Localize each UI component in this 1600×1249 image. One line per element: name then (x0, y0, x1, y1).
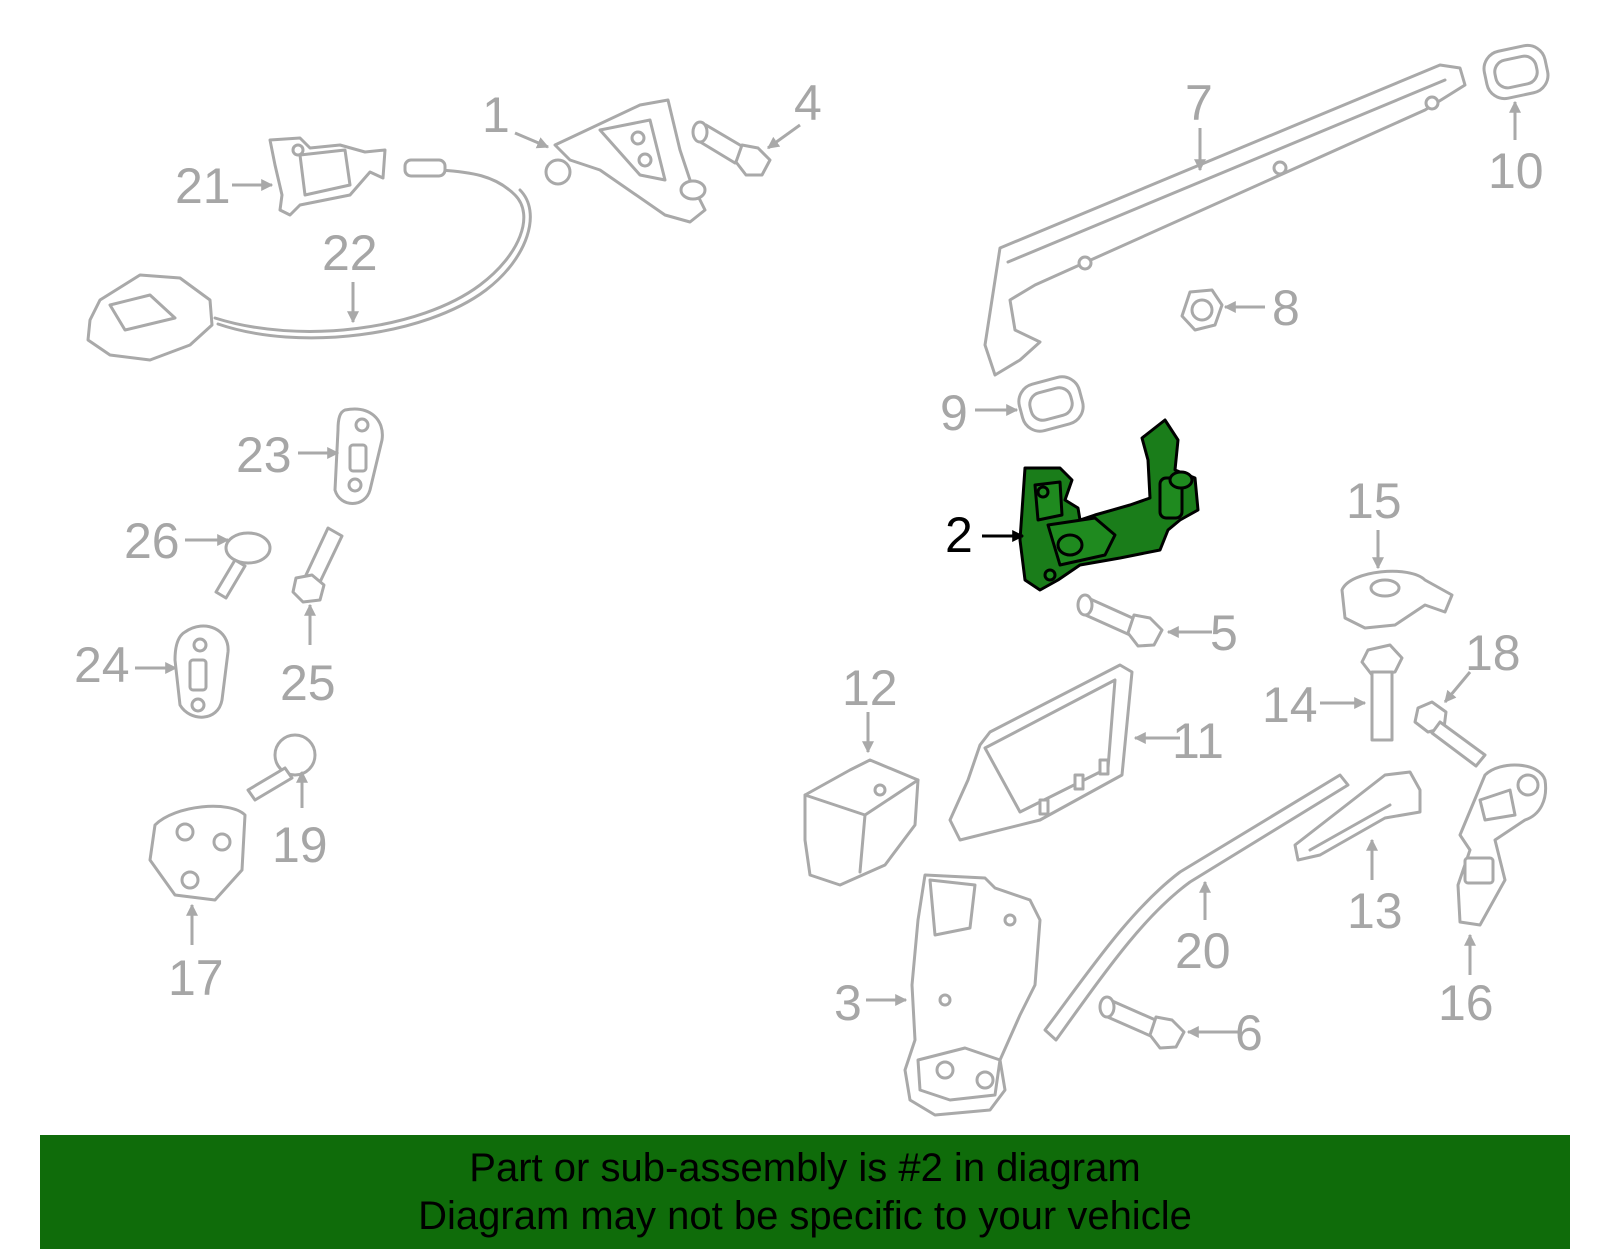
label-26: 26 (124, 513, 180, 569)
part-9-grommet[interactable] (1015, 373, 1087, 435)
label-15: 15 (1346, 473, 1402, 529)
part-16-bracket[interactable] (1456, 763, 1548, 927)
label-1: 1 (482, 87, 510, 143)
part-6-bolt[interactable] (1098, 995, 1186, 1050)
part-3-latch-assembly[interactable] (903, 873, 1042, 1117)
part-2-hinge-highlighted[interactable] (1018, 418, 1200, 592)
label-18: 18 (1465, 625, 1521, 681)
part-22-release-cable[interactable] (86, 158, 532, 362)
part-21-latch[interactable] (268, 136, 387, 217)
arrow-1 (514, 131, 550, 149)
label-23: 23 (236, 427, 292, 483)
part-7-rail[interactable] (983, 63, 1467, 377)
part-4-bolt[interactable] (691, 120, 772, 177)
part-19-screw[interactable] (246, 733, 317, 802)
label-22: 22 (322, 225, 378, 281)
label-20: 20 (1175, 923, 1231, 979)
label-11: 11 (1172, 713, 1224, 769)
arrow-4 (767, 123, 801, 150)
part-15-spacer[interactable] (1340, 569, 1454, 630)
part-10-grommet[interactable] (1481, 42, 1552, 102)
label-5: 5 (1210, 605, 1238, 661)
part-25-bolt[interactable] (291, 526, 344, 604)
part-24-striker-plate[interactable] (173, 624, 230, 719)
part-18-bolt[interactable] (1413, 700, 1487, 768)
part-11-panel[interactable] (948, 663, 1134, 842)
label-21: 21 (175, 158, 231, 214)
part-13-guide[interactable] (1293, 770, 1422, 862)
label-4: 4 (794, 75, 822, 131)
label-10: 10 (1488, 143, 1544, 199)
banner-line-1: Part or sub-assembly is #2 in diagram (469, 1146, 1141, 1190)
part-5-bolt[interactable] (1076, 593, 1164, 648)
label-13: 13 (1347, 883, 1403, 939)
part-23-striker-plate[interactable] (333, 407, 384, 505)
arrow-18 (1443, 671, 1472, 703)
label-24: 24 (74, 637, 130, 693)
label-16: 16 (1438, 975, 1494, 1031)
part-12-bumper[interactable] (803, 758, 920, 887)
label-8: 8 (1272, 280, 1300, 336)
info-banner: Part or sub-assembly is #2 in diagram Di… (40, 1135, 1570, 1249)
label-25: 25 (280, 655, 336, 711)
label-19: 19 (272, 817, 328, 873)
label-2: 2 (945, 507, 973, 563)
banner-line-2: Diagram may not be specific to your vehi… (418, 1194, 1192, 1238)
label-12: 12 (842, 660, 898, 716)
label-17: 17 (168, 950, 224, 1006)
label-14: 14 (1262, 677, 1318, 733)
part-17-door-check[interactable] (148, 804, 247, 902)
part-14-bolt[interactable] (1360, 643, 1404, 742)
label-3: 3 (834, 975, 862, 1031)
part-8-nut[interactable] (1180, 288, 1224, 332)
part-26-screw[interactable] (214, 531, 272, 600)
label-9: 9 (940, 385, 968, 441)
label-6: 6 (1235, 1005, 1263, 1061)
part-20-channel[interactable] (1043, 773, 1350, 1042)
part-1-hinge-bracket[interactable] (544, 98, 707, 224)
label-7: 7 (1185, 75, 1213, 131)
